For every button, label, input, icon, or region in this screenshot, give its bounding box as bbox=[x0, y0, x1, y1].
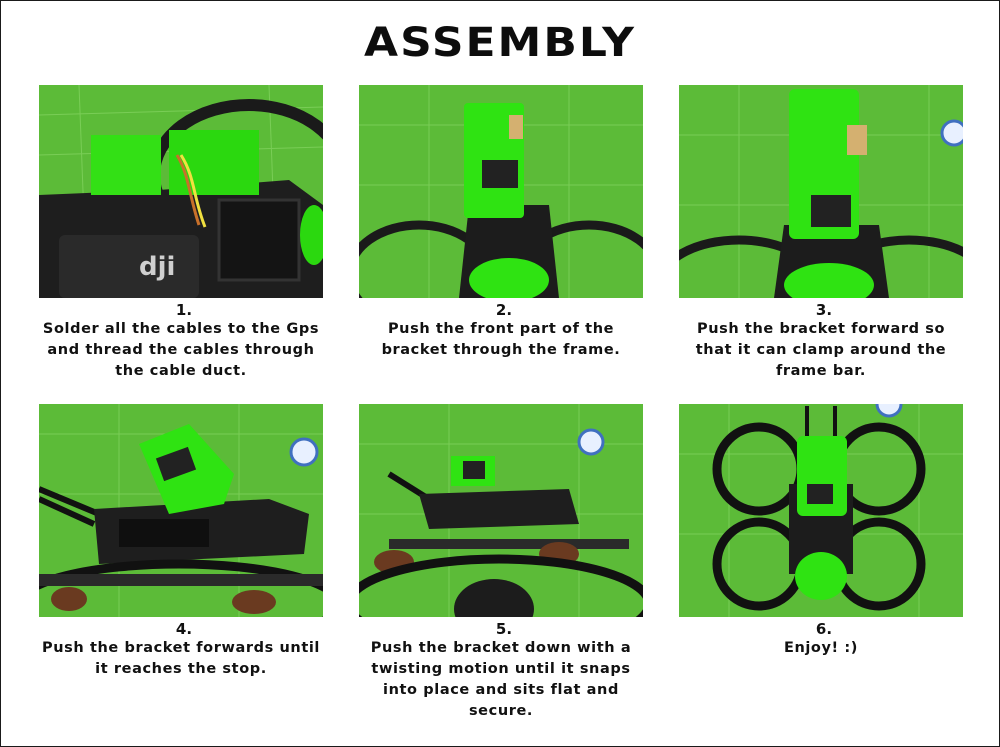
step-1-caption: Solder all the cables to the Gps and thr… bbox=[42, 321, 320, 379]
step-2-photo bbox=[359, 85, 643, 298]
step-6-number: 6. bbox=[815, 620, 833, 638]
step-5-photo bbox=[359, 404, 643, 617]
step-3: 3. Push the bracket forward so that it c… bbox=[679, 85, 969, 382]
step-3-number: 3. bbox=[815, 301, 833, 319]
step-1-photo: dji bbox=[39, 85, 323, 298]
step-1: dji 1. Solder all the cables to the Gps … bbox=[39, 85, 329, 382]
step-4: 4. Push the bracket forwards until it re… bbox=[39, 404, 329, 680]
step-3-photo bbox=[679, 85, 963, 298]
step-4-caption: Push the bracket forwards until it reach… bbox=[42, 640, 320, 677]
step-6: 6. Enjoy! :) bbox=[679, 404, 969, 659]
step-2-caption: Push the front part of the bracket throu… bbox=[381, 321, 621, 358]
svg-text:dji: dji bbox=[139, 252, 175, 282]
step-5-number: 5. bbox=[495, 620, 513, 638]
step-4-number: 4. bbox=[175, 620, 193, 638]
step-2: 2. Push the front part of the bracket th… bbox=[359, 85, 649, 361]
step-2-number: 2. bbox=[495, 301, 513, 319]
step-6-caption: Enjoy! :) bbox=[783, 640, 859, 656]
step-1-number: 1. bbox=[175, 301, 193, 319]
step-6-photo bbox=[679, 404, 963, 617]
step-5: 5. Push the bracket down with a twisting… bbox=[359, 404, 649, 722]
step-4-photo bbox=[39, 404, 323, 617]
page-title: ASSEMBLY bbox=[364, 19, 636, 66]
step-5-caption: Push the bracket down with a twisting mo… bbox=[370, 640, 632, 719]
step-3-caption: Push the bracket forward so that it can … bbox=[695, 321, 947, 379]
